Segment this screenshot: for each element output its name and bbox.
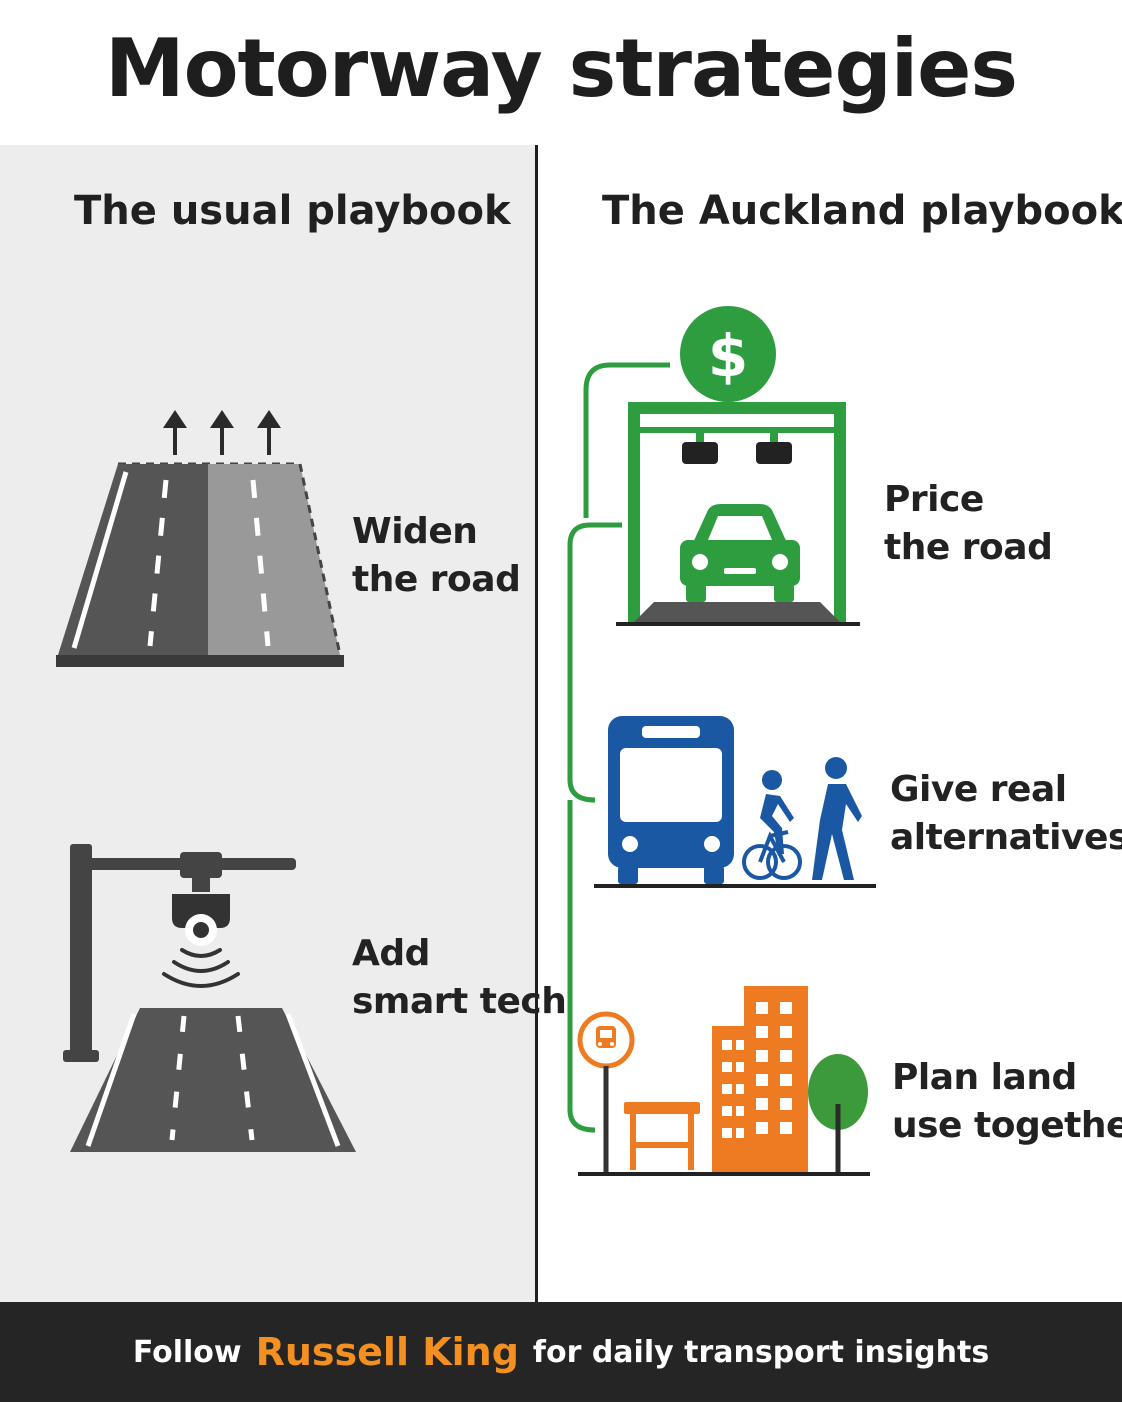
smart-camera-icon xyxy=(63,844,356,1152)
page-title: Motorway strategies xyxy=(104,22,1018,115)
connector-bracket xyxy=(567,362,670,1133)
footer-suffix: for daily transport insights xyxy=(532,1334,990,1370)
column-divider xyxy=(535,145,538,1302)
price-road-label: Price the road xyxy=(884,479,1053,568)
widen-road-label: Widen the road xyxy=(352,511,521,600)
author-name[interactable]: Russell King xyxy=(255,1330,519,1374)
bus-bike-walk-icon xyxy=(594,716,876,888)
usual-playbook-heading: The usual playbook xyxy=(74,188,511,234)
footer-banner: Follow Russell King for daily transport … xyxy=(0,1302,1122,1402)
footer-prefix: Follow xyxy=(132,1334,242,1370)
widen-road-icon xyxy=(56,410,344,667)
auckland-playbook-heading: The Auckland playbook xyxy=(602,188,1122,234)
dollar-icon: $ xyxy=(708,322,748,390)
smart-tech-label: Add smart tech xyxy=(352,933,567,1022)
toll-gantry-icon: $ xyxy=(616,306,860,626)
alternatives-label: Give real alternatives xyxy=(890,769,1122,858)
plan-land-use-label: Plan land use together xyxy=(892,1057,1122,1146)
bus-stop-building-tree-icon xyxy=(577,986,870,1176)
